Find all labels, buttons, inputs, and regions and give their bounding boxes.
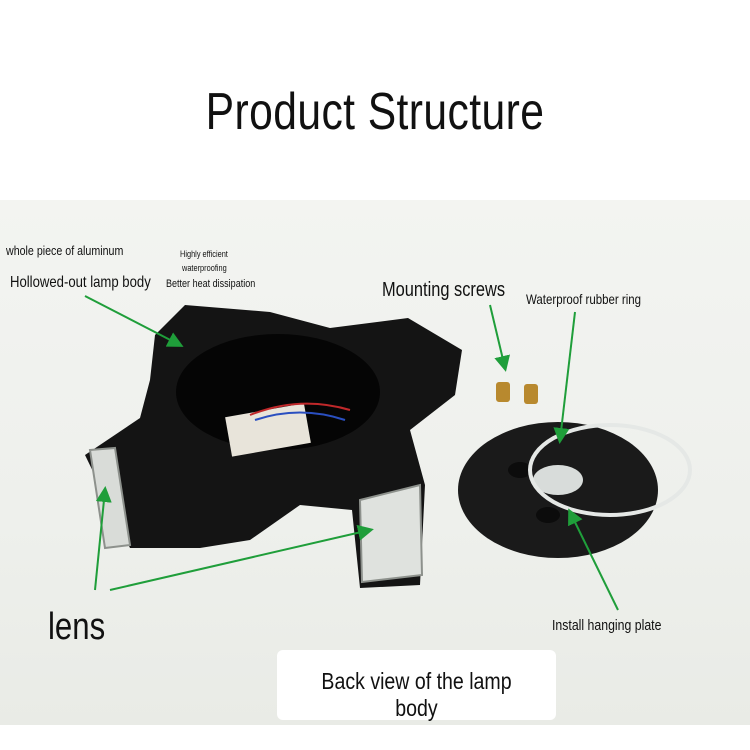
label-hanging-plate: Install hanging plate — [552, 617, 662, 634]
caption-box: Back view of the lamp body — [277, 650, 556, 721]
screws — [496, 382, 538, 404]
page-title: Product Structure — [205, 83, 545, 141]
label-lamp-body: Hollowed-out lamp body — [10, 274, 151, 291]
label-heat: Better heat dissipation — [166, 278, 256, 290]
caption: Back view of the lamp body — [321, 668, 512, 721]
label-rubber-ring: Waterproof rubber ring — [526, 291, 642, 307]
label-screws: Mounting screws — [382, 279, 506, 301]
label-efficient: Highly efficient — [180, 249, 228, 259]
hanging-plate — [458, 422, 658, 558]
label-waterproofing: waterproofing — [182, 263, 227, 273]
rubber-ring — [528, 423, 692, 517]
label-aluminum: whole piece of aluminum — [6, 243, 124, 258]
label-lens: lens — [48, 606, 106, 648]
annotation-arrows — [84, 295, 619, 611]
lens-right — [358, 483, 424, 584]
